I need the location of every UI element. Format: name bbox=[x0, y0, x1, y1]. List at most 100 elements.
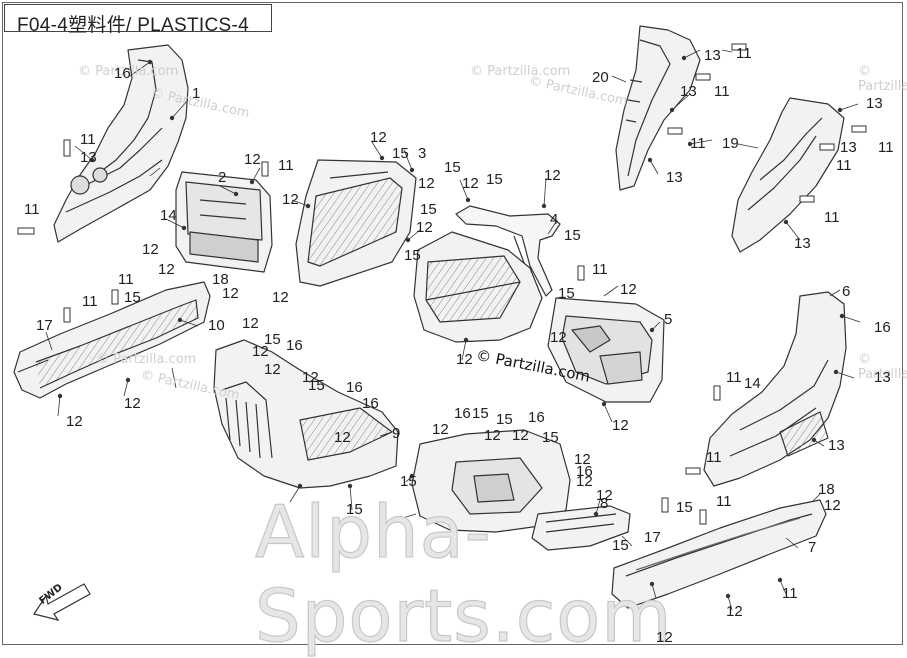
part-20-fender bbox=[615, 25, 701, 191]
callout-number: 15 bbox=[542, 429, 559, 446]
callout-number: 20 bbox=[592, 69, 609, 86]
part-19-panel bbox=[731, 97, 845, 253]
callout-number: 12 bbox=[66, 413, 83, 430]
callout-number: 16 bbox=[454, 405, 471, 422]
callout-number: 12 bbox=[416, 219, 433, 236]
callout-number: 12 bbox=[462, 175, 479, 192]
callout-number: 13 bbox=[666, 169, 683, 186]
callout-number: 11 bbox=[706, 449, 722, 466]
callout-number: 13 bbox=[840, 139, 857, 156]
part-7-step bbox=[611, 499, 827, 609]
callout-number: 12 bbox=[656, 629, 673, 646]
page-title: F04-4塑料件/ PLASTICS-4 bbox=[17, 15, 249, 36]
callout-number: 4 bbox=[550, 211, 559, 228]
callout-number: 11 bbox=[118, 271, 134, 288]
callout-number: 18 bbox=[212, 271, 229, 288]
callout-number: 12 bbox=[264, 361, 281, 378]
callout-number: 13 bbox=[704, 47, 721, 64]
callout-number: 17 bbox=[36, 317, 53, 334]
callout-number: 15 bbox=[264, 331, 281, 348]
callout-number: 12 bbox=[574, 451, 591, 468]
callout-number: 16 bbox=[362, 395, 379, 412]
callout-number: 11 bbox=[690, 135, 706, 152]
watermark-partzilla: © Partzilla.com bbox=[858, 64, 907, 94]
callout-number: 15 bbox=[346, 501, 363, 518]
callout-number: 15 bbox=[392, 145, 409, 162]
callout-number: 15 bbox=[558, 285, 575, 302]
callout-number: 11 bbox=[278, 157, 294, 174]
callout-number: 13 bbox=[794, 235, 811, 252]
watermark-partzilla: © Partzilla.com bbox=[470, 64, 571, 79]
callout-number: 12 bbox=[302, 369, 319, 386]
callout-number: 16 bbox=[114, 65, 131, 82]
callout-number: 12 bbox=[544, 167, 561, 184]
callout-number: 12 bbox=[726, 603, 743, 620]
callout-number: 15 bbox=[400, 473, 417, 490]
callout-number: 16 bbox=[346, 379, 363, 396]
callout-number: 11 bbox=[592, 261, 608, 278]
callout-number: 5 bbox=[664, 311, 673, 328]
title-box: F04-4塑料件/ PLASTICS-4 bbox=[4, 4, 272, 36]
callout-number: 13 bbox=[866, 95, 883, 112]
callout-number: 15 bbox=[472, 405, 489, 422]
diagram-frame bbox=[2, 2, 903, 645]
callout-number: 12 bbox=[272, 289, 289, 306]
callout-number: 12 bbox=[596, 487, 613, 504]
callout-number: 2 bbox=[218, 169, 227, 186]
callout-number: 12 bbox=[252, 343, 269, 360]
callout-number: 16 bbox=[528, 409, 545, 426]
callout-number: 16 bbox=[874, 319, 891, 336]
callout-number: 11 bbox=[836, 157, 852, 174]
callout-number: 3 bbox=[418, 145, 427, 162]
callout-number: 16 bbox=[286, 337, 303, 354]
callout-number: 11 bbox=[24, 201, 40, 218]
callout-number: 17 bbox=[644, 529, 661, 546]
callout-number: 11 bbox=[824, 209, 840, 226]
callout-number: 12 bbox=[576, 473, 593, 490]
callout-number: 13 bbox=[80, 149, 97, 166]
callout-number: 11 bbox=[726, 369, 742, 386]
watermark-partzilla: © Partzilla.com bbox=[858, 352, 907, 382]
callout-number: 12 bbox=[244, 151, 261, 168]
part-9-floor-tub bbox=[213, 339, 399, 489]
callout-number: 1 bbox=[192, 85, 201, 102]
callout-number: 8 bbox=[600, 495, 609, 512]
callout-number: 12 bbox=[456, 351, 473, 368]
callout-number: 13 bbox=[874, 369, 891, 386]
callout-number: 11 bbox=[714, 83, 730, 100]
callout-number: 15 bbox=[612, 537, 629, 554]
callout-number: 18 bbox=[818, 481, 835, 498]
callout-number: 12 bbox=[620, 281, 637, 298]
callout-number: 16 bbox=[576, 463, 593, 480]
callout-number: 15 bbox=[486, 171, 503, 188]
callout-number: 15 bbox=[124, 289, 141, 306]
watermark-partzilla: © Partzilla.com bbox=[78, 64, 179, 79]
callout-number: 11 bbox=[80, 131, 96, 148]
callout-number: 12 bbox=[158, 261, 175, 278]
callout-number: 12 bbox=[512, 427, 529, 444]
callout-number: 15 bbox=[444, 159, 461, 176]
callout-number: 14 bbox=[160, 207, 177, 224]
callout-number: 12 bbox=[124, 395, 141, 412]
callout-number: 15 bbox=[496, 411, 513, 428]
callout-number: 14 bbox=[744, 375, 761, 392]
watermark-partzilla: © Partzilla.com bbox=[96, 352, 197, 367]
callout-number: 6 bbox=[842, 283, 851, 300]
callout-number: 12 bbox=[222, 285, 239, 302]
callout-number: 15 bbox=[404, 247, 421, 264]
callout-number: 15 bbox=[676, 499, 693, 516]
callout-number: 13 bbox=[680, 83, 697, 100]
callout-number: 12 bbox=[418, 175, 435, 192]
callout-number: 10 bbox=[208, 317, 225, 334]
callout-number: 11 bbox=[878, 139, 894, 156]
callout-number: 12 bbox=[242, 315, 259, 332]
callout-number: 9 bbox=[392, 425, 401, 442]
callout-number: 12 bbox=[370, 129, 387, 146]
callout-number: 12 bbox=[432, 421, 449, 438]
callout-number: 11 bbox=[736, 45, 752, 62]
callout-number: 15 bbox=[308, 377, 325, 394]
part-4-bracket bbox=[455, 205, 561, 297]
callout-number: 12 bbox=[824, 497, 841, 514]
callout-number: 12 bbox=[282, 191, 299, 208]
